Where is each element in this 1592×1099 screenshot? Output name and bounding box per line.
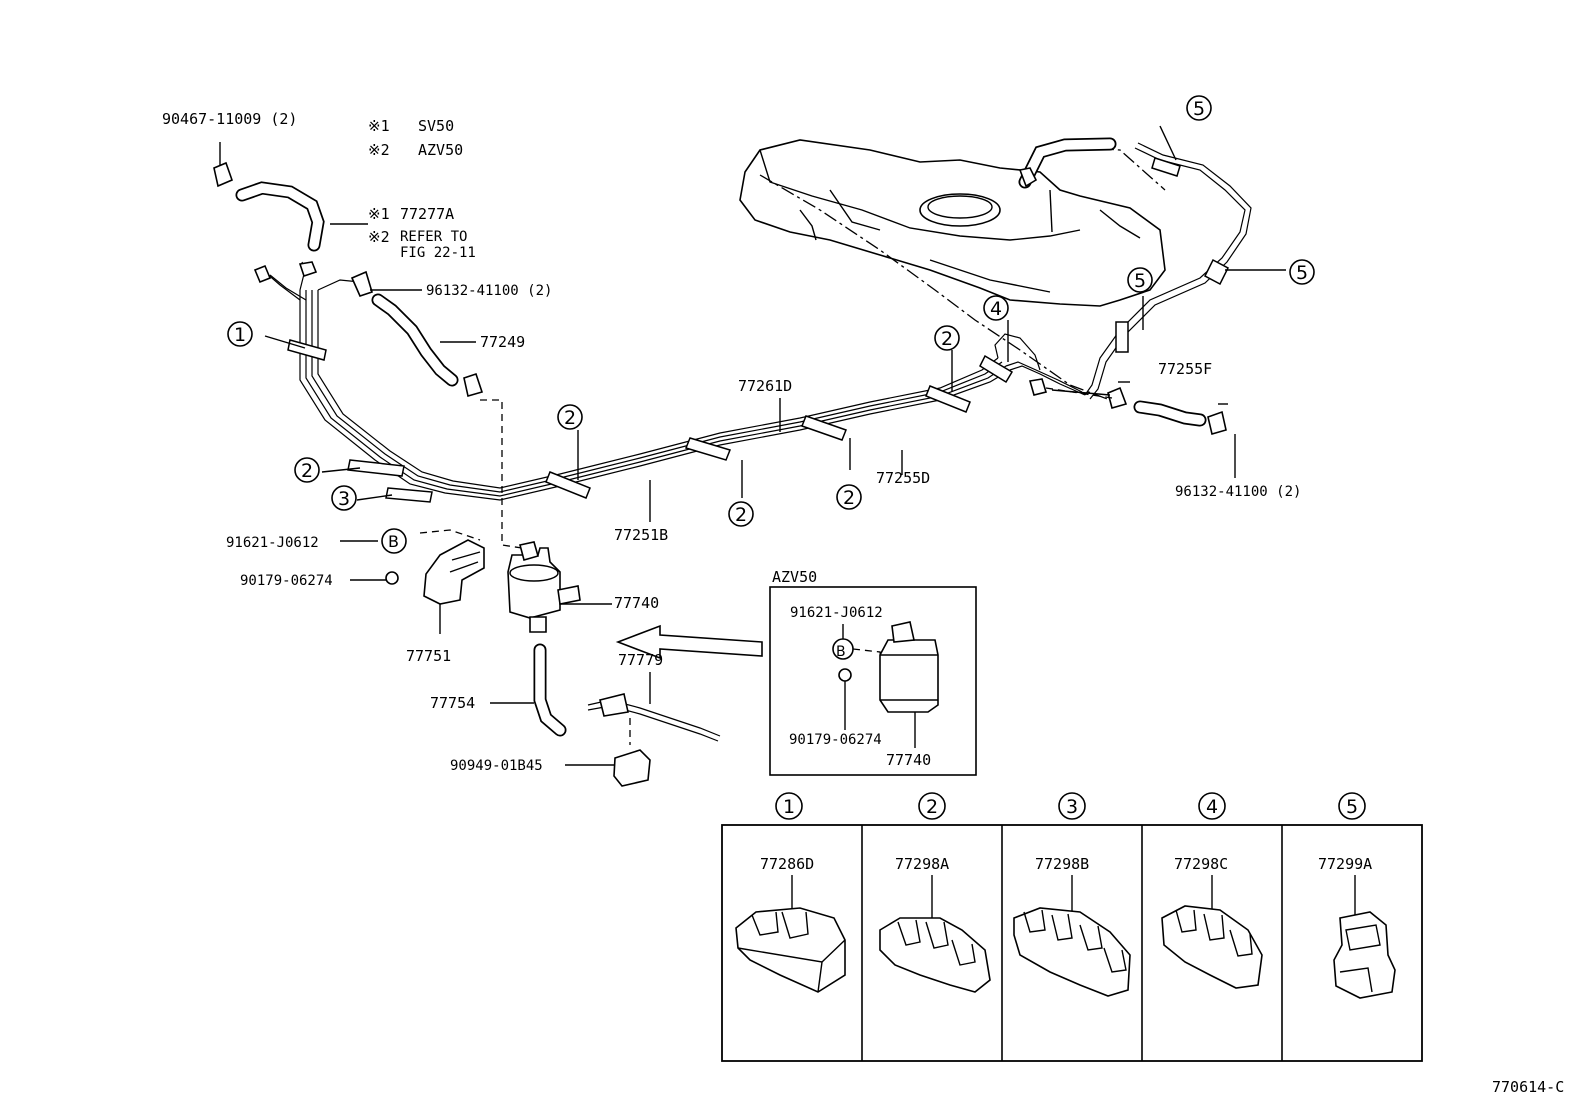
note-text-1: SV50 [418,117,454,135]
label-90467: 90467-11009 (2) [162,110,297,128]
callout-3: 3 [338,488,350,510]
label-mark-2b: ※2 [368,228,390,246]
label-77255f: 77255F [1158,360,1212,378]
bundle-clamps [287,157,1229,503]
callout-5-b: 5 [1193,98,1205,120]
note-text-2: AZV50 [418,141,463,159]
hose-77249 [371,293,459,387]
tank-center-line [759,174,1111,401]
label-96132-right: 96132-41100 (2) [1175,484,1301,500]
table-col-1-num: 1 [783,796,795,818]
callout-5-a: 5 [1134,270,1146,292]
callout-2-d: 2 [843,487,855,509]
label-77751: 77751 [406,647,451,665]
canister-bracket [385,529,485,605]
charcoal-canister [480,399,581,737]
callout-1: 1 [234,324,246,346]
callout-4: 4 [990,298,1002,320]
fuel-tank [739,139,1166,307]
callout-2-a: 2 [301,460,313,482]
table-col-4-num: 4 [1206,796,1218,818]
table-col-3-part: 77298B [1035,855,1089,873]
inset-circle-b: B [836,644,846,660]
callout-2-e: 2 [941,328,953,350]
clamp-icon-77286d [735,907,846,993]
clamp-icon-77298c [1161,905,1263,989]
circled-callouts: 1 2 3 2 2 2 2 4 5 5 5 B [227,95,1315,554]
vent-tube-right [1084,142,1252,400]
table-col-2-num: 2 [926,796,938,818]
label-77249: 77249 [480,333,525,351]
top-left-fittings [213,161,1227,435]
inset-label-77740: 77740 [886,751,931,769]
table-col-5-part: 77299A [1318,855,1372,873]
clamp-icon-77298b [1013,907,1131,997]
label-90949: 90949-01B45 [450,758,543,774]
label-refer-to: REFER TO [400,229,467,245]
label-77740: 77740 [614,594,659,612]
callout-2-c: 2 [735,504,747,526]
figure-code: 770614-C [1492,1078,1564,1096]
label-77277a: 77277A [400,205,454,223]
label-77779: 77779 [618,651,663,669]
table-col-1-part: 77286D [760,855,814,873]
table-col-2-part: 77298A [895,855,949,873]
inset-label-90179: 90179-06274 [789,732,882,748]
inset-label-91621: 91621-J0612 [790,605,883,621]
callout-5-c: 5 [1296,262,1308,284]
note-mark-2: ※2 [368,141,390,159]
label-mark-1b: ※1 [368,205,390,223]
clamp-table: 1 77286D 2 77298A 3 77298B 4 77298C [721,792,1423,1062]
table-col-4-part: 77298C [1174,855,1228,873]
variant-notes: ※1 SV50 ※2 AZV50 [368,117,463,159]
label-90179: 90179-06274 [240,573,333,589]
clamp-icon-77298a [879,917,991,993]
pipe-77779 [587,693,721,787]
label-77754: 77754 [430,694,475,712]
table-col-5-num: 5 [1346,796,1358,818]
table-col-3-num: 3 [1066,796,1078,818]
label-96132-top: 96132-41100 (2) [426,283,552,299]
note-mark-1: ※1 [368,117,390,135]
leader-lines [219,125,1286,766]
callout-b: B [388,532,399,551]
part-labels: 90467-11009 (2) ※1 77277A ※2 REFER TO FI… [162,110,1301,774]
inset-azv50: AZV50 91621-J0612 B 90179-06274 77740 [769,568,977,776]
label-77251b: 77251B [614,526,668,544]
inset-title: AZV50 [772,568,817,586]
label-77261d: 77261D [738,377,792,395]
callout-2-b: 2 [564,407,576,429]
clamp-icon-77299a [1333,911,1396,999]
inset-arrow [615,624,763,660]
hose-77255f [1133,400,1207,427]
label-91621: 91621-J0612 [226,535,319,551]
hose-77277a [235,181,325,252]
filler-vent-hose [1018,137,1117,189]
label-fig-22-11: FIG 22-11 [400,245,476,261]
label-77255d: 77255D [876,469,930,487]
